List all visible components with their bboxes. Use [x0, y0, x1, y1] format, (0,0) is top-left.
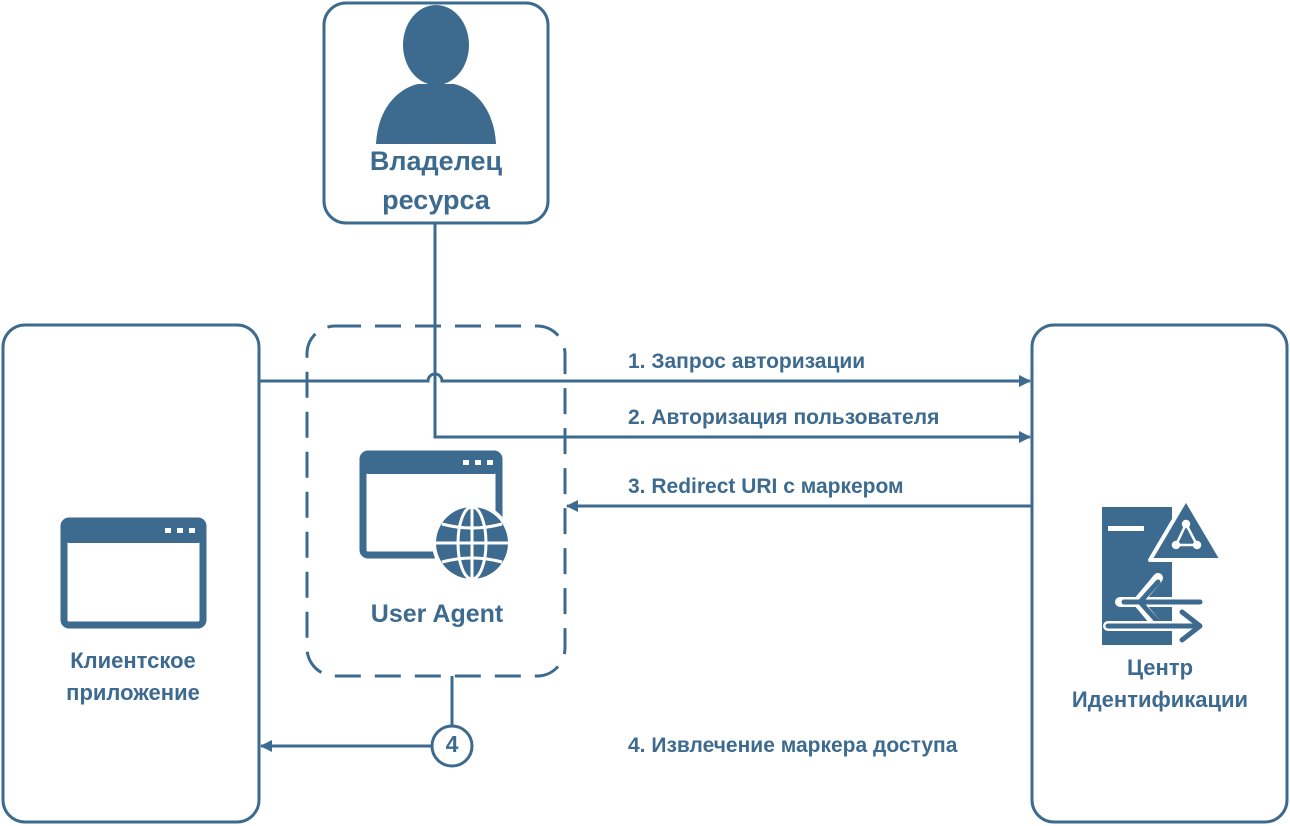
- resource-owner-label-line1: Владелец: [369, 146, 503, 176]
- identity-center-label-line1: Центр: [1126, 655, 1194, 680]
- identity-center-label-line2: Идентификации: [1071, 686, 1249, 712]
- resource-owner-label: Владелец ресурса: [326, 142, 546, 220]
- client-app-label-line2: приложение: [66, 679, 200, 705]
- exchange-arrows-icon: [1103, 573, 1207, 647]
- step4-badge-circle: [430, 724, 474, 768]
- person-icon: [376, 5, 496, 144]
- step4-badge-number: 4: [445, 731, 459, 757]
- identity-center-label: Центр Идентификации: [1035, 652, 1285, 716]
- step-4-label: 4. Извлечение маркера доступа: [628, 734, 958, 757]
- step-1-label: 1. Запрос авторизации: [628, 350, 866, 373]
- warning-triangle-icon: [1148, 497, 1224, 562]
- step-3-label: 3. Redirect URI с маркером: [628, 475, 904, 498]
- client-app-label: Клиентское приложение: [8, 645, 258, 709]
- browser-window-icon: [60, 517, 207, 629]
- globe-icon: [432, 503, 512, 583]
- arrow-user-authorization: [433, 223, 1031, 443]
- arrow-authorization-request: [259, 372, 1031, 387]
- resource-owner-label-line2: ресурса: [382, 185, 490, 216]
- client-app-label-line1: Клиентское: [70, 648, 196, 673]
- user-agent-label: User Agent: [370, 600, 504, 628]
- step-2-label: 2. Авторизация пользователя: [628, 406, 940, 429]
- server-icon: [1102, 507, 1172, 645]
